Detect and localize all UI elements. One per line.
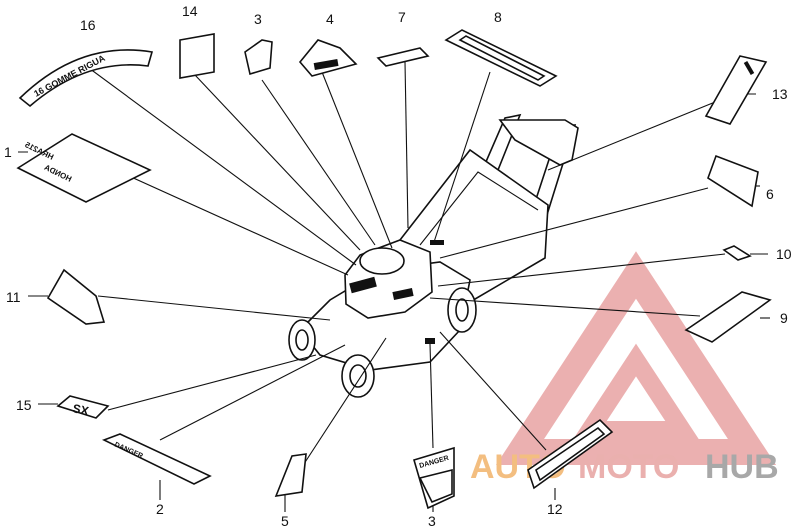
callout-14: 14: [182, 3, 198, 19]
decal-5: [274, 453, 307, 498]
callout-15: 15: [16, 397, 32, 413]
watermark-text-hub: HUB: [705, 448, 779, 486]
callout-13: 13: [772, 86, 788, 102]
callout-9: 9: [780, 310, 788, 326]
callout-8: 8: [494, 9, 502, 25]
decal-16-text: 16 GOMME RIGUA: [32, 53, 107, 99]
decal-15-text: SX: [71, 401, 90, 418]
decal-14: [179, 33, 215, 79]
callout-1: 1: [4, 144, 12, 160]
decal-13-plate: [704, 55, 768, 125]
callout-4: 4: [326, 11, 334, 27]
callout-3-top: 3: [254, 11, 262, 27]
leader-lines: [18, 59, 770, 512]
decal-11: [46, 268, 106, 325]
decal-9: [684, 291, 772, 343]
callout-6: 6: [766, 186, 774, 202]
callout-12: 12: [547, 501, 563, 517]
decal-3-top: [244, 39, 273, 76]
decal-16-arched-logo: 16 GOMME RIGUA: [18, 49, 154, 108]
decal-4-badge: [298, 39, 358, 77]
decal-2-danger: DANGER: [101, 433, 212, 485]
callout-10: 10: [776, 246, 792, 262]
lawn-mower-illustration: [288, 113, 579, 398]
watermark-text-moto: MOTO: [578, 448, 679, 486]
decal-10: [722, 245, 752, 261]
callout-11: 11: [6, 289, 21, 305]
decal-1-honda-label: HRA215 HONDA: [16, 133, 152, 203]
callout-7: 7: [398, 9, 406, 25]
decal-8-strip: [444, 29, 558, 87]
callout-16: 16: [80, 17, 96, 33]
decal-6: [707, 154, 759, 208]
callout-3-bottom: 3: [428, 513, 436, 529]
decal-15-sx: SX: [56, 395, 110, 419]
decal-7: [376, 47, 430, 67]
decal-12-plate: [527, 418, 614, 490]
decal-3-bottom-danger: DANGER: [413, 446, 455, 510]
callout-numbers: 16 1 14 3 4 7 8 13 6 10 9 11 15 2 5 3 12: [4, 3, 792, 529]
watermark-triangle-icon: [495, 251, 777, 465]
callout-5: 5: [281, 513, 289, 529]
callout-2: 2: [156, 501, 164, 517]
